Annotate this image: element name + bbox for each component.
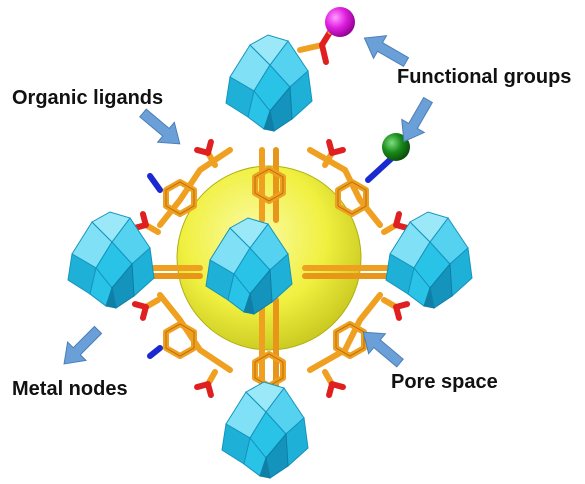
arrow-icon <box>54 320 108 374</box>
arrow-icon <box>134 102 189 155</box>
functional-group-magenta <box>325 7 355 37</box>
functional-groups-label: Functional groups <box>397 66 572 88</box>
metal-nodes-label: Metal nodes <box>12 378 128 400</box>
metal-node-bottom <box>221 381 309 479</box>
nitrogen-atoms <box>147 155 395 359</box>
functional-group-green <box>382 133 410 161</box>
organic-ligands-label: Organic ligands <box>12 87 164 109</box>
pore-space-label: Pore space <box>391 371 498 393</box>
